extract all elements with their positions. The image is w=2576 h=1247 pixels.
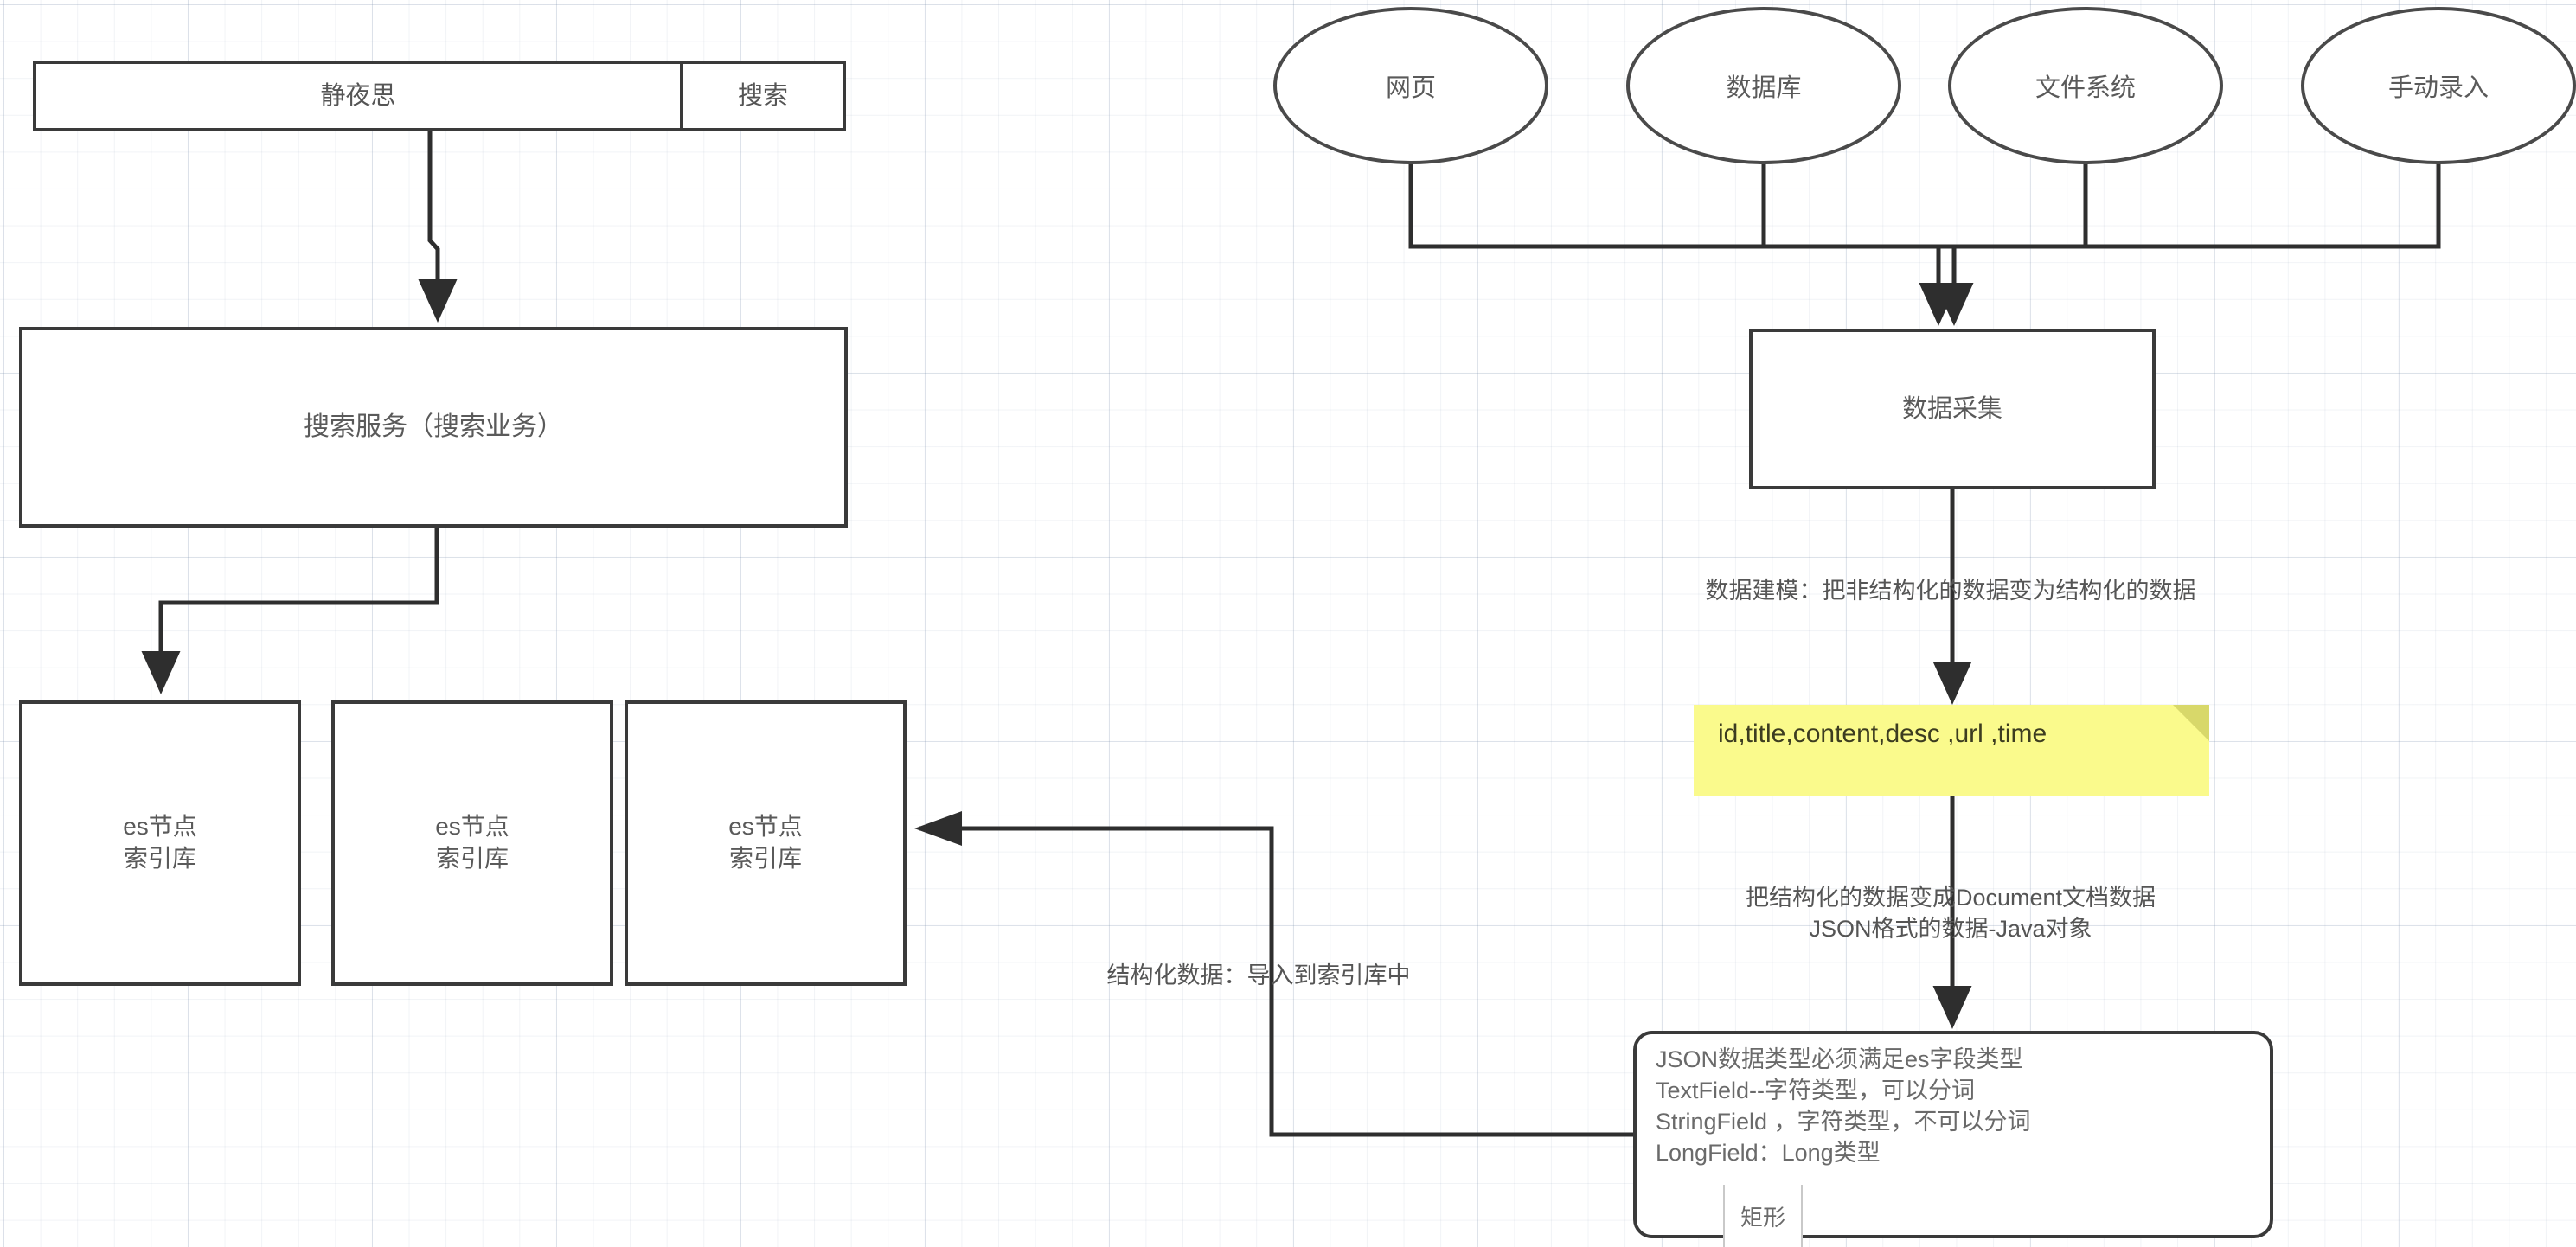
search-input[interactable]: 静夜思 — [36, 64, 680, 128]
sticky-note-text: id,title,content,desc ,url ,time — [1718, 719, 2047, 748]
source-ellipse-database[interactable]: 数据库 — [1626, 7, 1901, 164]
shape-tooltip-rectangle: 矩形 — [1723, 1185, 1803, 1247]
edge-searchbar-to-service — [418, 131, 458, 323]
edge-service-to-esnode — [141, 528, 439, 694]
es-node-label-1: es节点 索引库 — [123, 813, 197, 872]
edge-web-to-bus — [1408, 156, 1944, 249]
source-label-webpage: 网页 — [1385, 74, 1436, 102]
search-service-box[interactable]: 搜索服务（搜索业务） — [19, 327, 848, 528]
source-label-database: 数据库 — [1726, 74, 1802, 102]
es-node-label-2: es节点 索引库 — [435, 813, 509, 872]
edge-label-structured-import: 结构化数据：导入到索引库中 — [1106, 962, 1411, 988]
data-collection-label: 数据采集 — [1901, 394, 2002, 423]
es-node-box-3[interactable]: es节点 索引库 — [625, 700, 907, 986]
source-ellipse-webpage[interactable]: 网页 — [1273, 7, 1548, 164]
es-node-box-2[interactable]: es节点 索引库 — [331, 700, 613, 986]
sticky-note[interactable]: id,title,content,desc ,url ,time — [1694, 705, 2209, 796]
source-label-manual-entry: 手动录入 — [2387, 74, 2489, 102]
source-label-filesystem: 文件系统 — [2035, 74, 2136, 102]
edge-manual-to-bus — [1944, 156, 2441, 249]
sticky-note-fold-corner — [2173, 705, 2209, 741]
edge-label-data-modeling: 数据建模：把非结构化的数据变为结构化的数据 — [1705, 578, 2196, 604]
search-bar[interactable]: 静夜思 搜索 — [33, 61, 846, 131]
source-ellipse-filesystem[interactable]: 文件系统 — [1948, 7, 2223, 164]
es-node-box-1[interactable]: es节点 索引库 — [19, 700, 301, 986]
data-collection-box[interactable]: 数据采集 — [1749, 329, 2156, 489]
search-service-label: 搜索服务（搜索业务） — [304, 412, 563, 442]
json-field-spec-text: JSON数据类型必须满足es字段类型 TextField--字符类型，可以分词 … — [1656, 1046, 2031, 1166]
search-query-text: 静夜思 — [320, 81, 396, 110]
search-bar-divider — [680, 64, 683, 128]
edge-label-document-conversion: 把结构化的数据变成Document文档数据 JSON格式的数据-Java对象 — [1745, 885, 2156, 943]
search-submit-button[interactable]: 搜索 — [683, 64, 843, 128]
source-ellipse-manual-entry[interactable]: 手动录入 — [2301, 7, 2576, 164]
search-submit-label: 搜索 — [737, 81, 788, 110]
es-node-label-3: es节点 索引库 — [728, 813, 803, 872]
shape-tooltip-label: 矩形 — [1740, 1204, 1785, 1231]
